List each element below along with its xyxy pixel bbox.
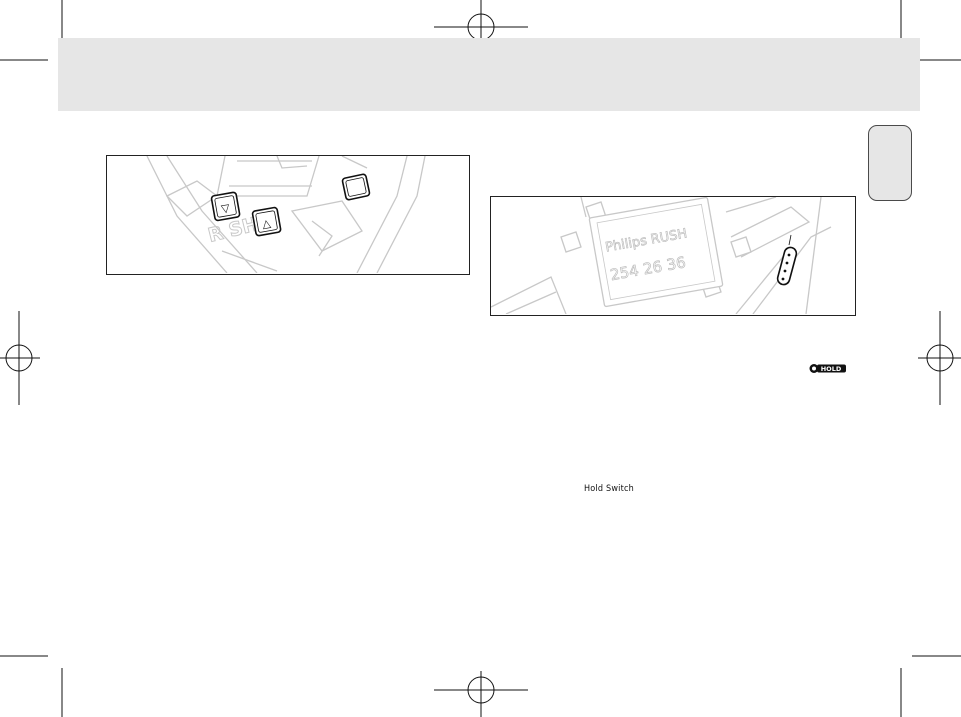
menu-button xyxy=(342,174,370,201)
hold-badge: HOLD xyxy=(809,363,847,374)
header-band xyxy=(58,38,920,111)
up-button: △ xyxy=(252,207,281,236)
down-button: ▽ xyxy=(211,192,240,221)
language-tab xyxy=(868,125,912,201)
lcd-screen: Philips RUSH 254 26 36 xyxy=(589,197,723,306)
figure-display-hold-switch: Philips RUSH 254 26 36 xyxy=(490,196,856,316)
hold-badge-text: HOLD xyxy=(821,365,842,373)
hold-switch-label: Hold Switch xyxy=(584,484,634,494)
lock-icon: HOLD xyxy=(809,363,847,374)
display-illustration: Philips RUSH 254 26 36 xyxy=(491,197,854,314)
player-illustration: R SH ▽ △ xyxy=(107,156,468,273)
figure-player-buttons: R SH ▽ △ xyxy=(106,155,470,275)
